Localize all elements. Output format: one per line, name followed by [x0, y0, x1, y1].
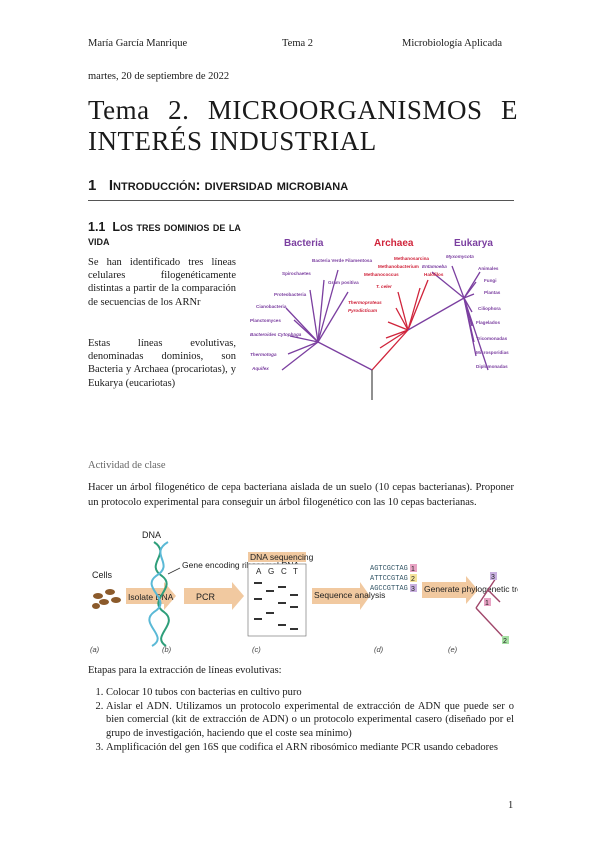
taxon-label: Thermoproteus — [348, 300, 382, 305]
taxon-label: Bacteroides Cytophaga — [250, 332, 302, 337]
tree-number: 2 — [503, 638, 507, 645]
taxon-label: Animales — [478, 266, 499, 271]
taxon-label: Tricomonadas — [476, 336, 508, 341]
taxon-label: Cianobacteria — [256, 304, 287, 309]
section-1-number: 1 — [88, 177, 97, 194]
taxon-label: Gram positiva — [328, 280, 359, 285]
pcr-label: PCR — [196, 592, 216, 602]
domain-eukarya-label: Eukarya — [454, 238, 493, 249]
taxon-label: Planctomyces — [250, 318, 281, 323]
activity-text: Hacer un árbol filogenético de cepa bact… — [88, 482, 514, 508]
taxon-label: Fungi — [484, 278, 497, 283]
header-author: María García Manrique — [88, 38, 188, 49]
taxon-label: Aquifex — [251, 366, 269, 371]
page-number: 1 — [508, 800, 514, 811]
base-label: T — [293, 567, 298, 576]
step-letter: (e) — [448, 645, 458, 654]
tree-number: 1 — [485, 600, 489, 607]
header-topic: Tema 2 — [282, 38, 314, 49]
gel-bands — [254, 582, 298, 630]
taxon-label: T. celer — [376, 284, 392, 289]
section-1-1-para-2: Estas líneas evolutivas, denominadas dom… — [88, 338, 236, 389]
taxon-label: Flagelados — [476, 320, 500, 325]
activity-label: Actividad de clase — [88, 460, 166, 471]
list-item: Aislar el ADN. Utilizamos un protocolo e… — [106, 700, 514, 740]
cells-label: Cells — [92, 570, 113, 580]
seq-number: 2 — [411, 576, 415, 583]
step-letter: (c) — [252, 645, 261, 654]
sequence-text: AGCCGTTAG — [370, 585, 408, 593]
taxon-label: Ciliophora — [478, 306, 501, 311]
result-tree-icon — [475, 577, 505, 639]
section-divider — [88, 200, 514, 201]
step-letter: (d) — [374, 645, 384, 654]
generate-label: Generate phylogenetic tree — [424, 584, 518, 594]
document-date: martes, 20 de septiembre de 2022 — [88, 71, 230, 82]
page-title: Tema 2. MICROORGANISMOS E INTERÉS INDUST… — [88, 95, 518, 156]
seq-number: 3 — [411, 586, 415, 593]
taxon-label: Methanococcus — [364, 272, 399, 277]
steps-intro: Etapas para la extracción de líneas evol… — [88, 665, 282, 676]
phylogenetic-tree-figure: Bacteria Archaea Eukarya Bacteria Verde … — [250, 238, 509, 400]
step-letter: (a) — [90, 645, 100, 654]
protocol-diagram: Cells Isolate DNA DNA Gene encoding ribo… — [90, 530, 518, 654]
base-label: A — [256, 567, 262, 576]
base-label: G — [268, 567, 274, 576]
steps-list: Colocar 10 tubos con bacterias en cultiv… — [88, 686, 514, 755]
taxon-label: Diplomonadas — [476, 364, 508, 369]
header-course: Microbiología Aplicada — [402, 38, 503, 49]
dna-label: DNA — [142, 530, 161, 540]
analysis-arrow — [312, 588, 360, 604]
section-1-1-heading: 1.1 Los tres dominios de la vida — [88, 220, 243, 248]
eukarya-branches — [407, 265, 489, 371]
sequence-text: AGTCGCTAG — [370, 565, 408, 573]
taxon-label: Entamoeba — [422, 264, 447, 269]
analysis-label: Sequence analysis — [314, 590, 385, 600]
taxon-label: Thermotoga — [250, 352, 277, 357]
seq-number: 1 — [411, 566, 415, 573]
list-item: Amplificación del gen 16S que codifica e… — [106, 741, 514, 754]
section-1-1-title: Los tres dominios de la vida — [88, 220, 241, 248]
list-item: Colocar 10 tubos con bacterias en cultiv… — [106, 686, 514, 699]
section-1-title: Introducción: diversidad microbiana — [108, 177, 349, 194]
gene-label: Gene encoding ribosomal RNA — [182, 560, 300, 570]
taxon-label: Methanosarcina — [394, 256, 429, 261]
bacteria-branches — [281, 269, 373, 371]
step-letter: (b) — [162, 645, 172, 654]
bacteria-cells-icon — [92, 589, 121, 609]
taxon-label: Spirochaetes — [282, 271, 311, 276]
section-1-1-number: 1.1 — [88, 220, 106, 234]
taxon-label: Pyrodicticum — [348, 308, 377, 313]
taxon-label: Proteobacteria — [274, 292, 307, 297]
taxon-label: Halófilos — [424, 272, 444, 277]
sequence-text: ATTCCGTAG — [370, 575, 408, 583]
domain-archaea-label: Archaea — [374, 238, 414, 249]
generate-arrow — [422, 582, 466, 598]
section-1-1-para-1: Se han identificado tres líneas celulare… — [88, 257, 236, 308]
domain-bacteria-label: Bacteria — [284, 238, 324, 249]
taxon-label: Plantas — [484, 290, 501, 295]
tree-number: 3 — [491, 574, 495, 581]
archaea-branches — [371, 279, 429, 371]
taxon-label: Microsporidias — [476, 350, 509, 355]
pcr-arrow — [184, 588, 232, 604]
sequencing-label: DNA sequencing — [250, 552, 314, 562]
taxon-label: Bacteria Verde Filamentosa — [312, 258, 372, 263]
taxon-label: Myxomycota — [446, 254, 474, 259]
section-1-heading: 1 Introducción: diversidad microbiana — [88, 177, 348, 194]
isolate-label: Isolate DNA — [128, 592, 174, 602]
taxon-label: Methanobacterium — [378, 264, 419, 269]
dna-helix-icon — [148, 541, 170, 647]
base-label: C — [281, 567, 287, 576]
